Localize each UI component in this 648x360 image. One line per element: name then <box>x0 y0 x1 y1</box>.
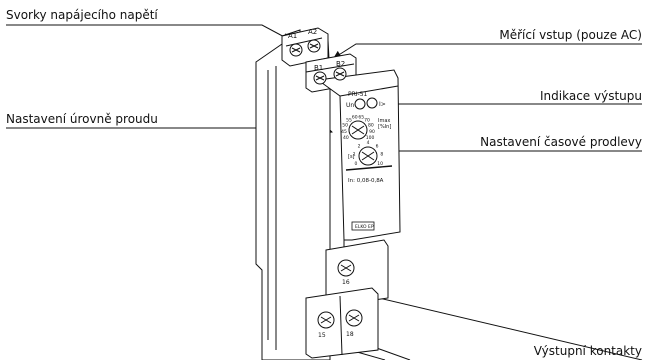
terminal-label-b2: B2 <box>336 60 345 68</box>
scale-value: 45 <box>341 129 347 135</box>
scale-value: 40 <box>343 135 349 141</box>
brand-badge <box>351 221 375 231</box>
led-i-label: I> <box>379 101 386 108</box>
brand-label: ELKO EP <box>355 224 374 230</box>
scale-value: 10 <box>377 161 383 167</box>
terminal-label-15: 15 <box>318 332 326 339</box>
terminal-labels: A1 A2 B1 B2 16 15 18 <box>288 28 354 339</box>
scale-value: 100 <box>366 135 375 141</box>
scale-value: 0 <box>354 161 357 167</box>
scale-value: 8 <box>380 152 383 158</box>
leader-supply-terminals <box>6 24 291 41</box>
scale-value: 55 <box>346 117 352 123</box>
scale-value: 80 <box>368 123 374 129</box>
led-output-indicator <box>366 97 378 109</box>
time-unit: [s] <box>348 154 355 160</box>
relay-housing <box>255 27 401 360</box>
scale-value: 4 <box>367 140 370 146</box>
scale-value: 65 <box>358 114 364 120</box>
scale-value: 60 <box>352 114 358 120</box>
leader-time-delay <box>387 147 642 156</box>
leader-measuring-input <box>333 43 642 59</box>
in-range-label: In: 0,08-0,8A <box>348 178 384 184</box>
terminal-label-a1: A1 <box>288 32 297 40</box>
led-un-label: Un <box>346 102 354 109</box>
model-label: PRI-51 <box>348 91 368 98</box>
label-supply-terminals: Svorky napájecího napětí <box>6 8 158 22</box>
label-current-level: Nastavení úrovně proudu <box>6 112 158 126</box>
leader-output-contacts-1 <box>361 291 643 360</box>
imax-label: Imax <box>378 118 390 124</box>
terminal-label-18: 18 <box>346 331 354 338</box>
terminal-screws <box>289 39 363 329</box>
label-output-contacts: Výstupní kontakty <box>533 344 642 358</box>
label-measuring-input: Měřící vstup (pouze AC) <box>499 28 642 42</box>
terminal-label-a2: A2 <box>308 28 317 36</box>
scale-value: 50 <box>342 123 348 129</box>
imax-unit: [%In] <box>378 124 391 130</box>
scale-value: 2 <box>358 143 361 149</box>
scale-value: 70 <box>364 117 370 123</box>
label-time-delay: Nastavení časové prodlevy <box>480 135 642 149</box>
terminal-label-16: 16 <box>342 279 350 286</box>
scale-value: 1 <box>353 152 356 158</box>
terminal-label-b1: B1 <box>314 64 323 72</box>
led-un-indicator <box>354 98 366 110</box>
label-output-indication: Indikace výstupu <box>540 89 642 103</box>
scale-value: 90 <box>369 129 375 135</box>
scale-value: 6 <box>376 143 379 149</box>
